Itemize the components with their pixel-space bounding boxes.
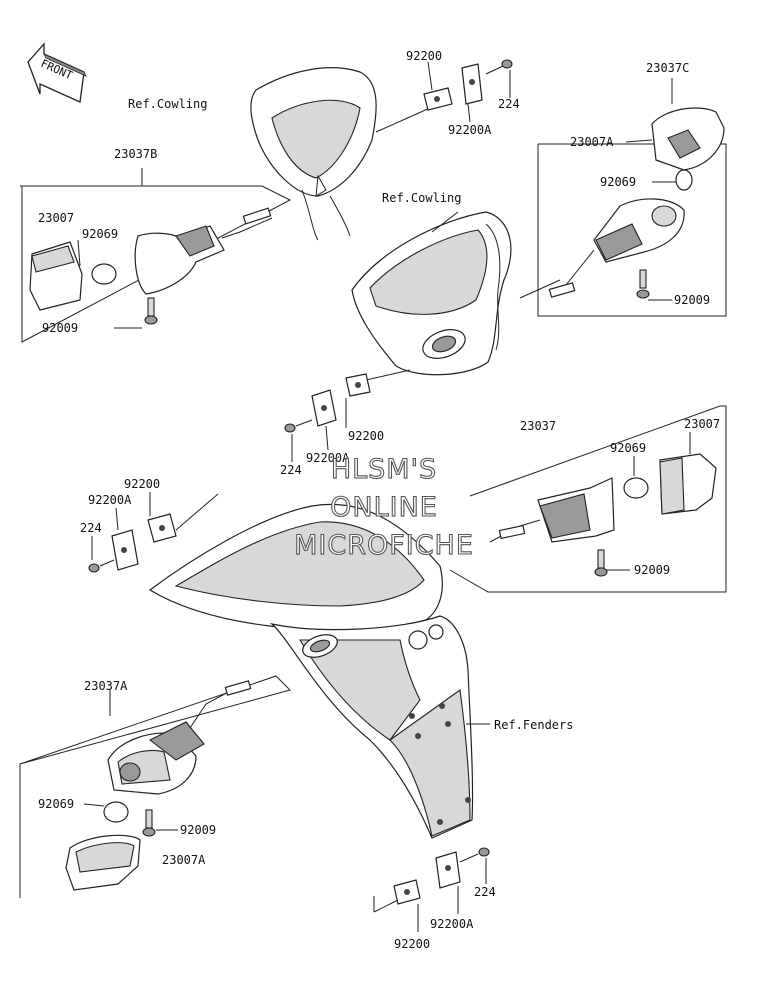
box-23037 bbox=[449, 405, 727, 593]
label-23037b: 23037B bbox=[114, 147, 157, 161]
turn-signal-23037c bbox=[519, 107, 725, 299]
label-23037: 23037 bbox=[520, 419, 556, 433]
label-92069-tl: 92069 bbox=[82, 227, 118, 241]
label-23007-tl: 23007 bbox=[38, 211, 74, 225]
top-bracket-part bbox=[423, 59, 513, 111]
turn-signal-23037 bbox=[489, 453, 717, 577]
label-92069-mr: 92069 bbox=[610, 441, 646, 455]
label-92200-ml: 92200 bbox=[124, 477, 160, 491]
watermark-line3: MICROFICHE bbox=[294, 530, 474, 561]
left-bracket-part bbox=[88, 513, 177, 573]
label-92009-bl: 92009 bbox=[180, 823, 216, 837]
label-224-ml: 224 bbox=[80, 521, 102, 535]
turn-signal-23037a bbox=[65, 680, 252, 891]
label-92069-tr: 92069 bbox=[600, 175, 636, 189]
center-cowling-part bbox=[351, 211, 512, 376]
label-224-bot: 224 bbox=[474, 885, 496, 899]
label-92200-bot: 92200 bbox=[394, 937, 430, 951]
watermark-line1: HLSM'S bbox=[331, 454, 437, 485]
label-23007a-bl: 23007A bbox=[162, 853, 206, 867]
ref-cowling-left: Ref.Cowling bbox=[128, 97, 207, 111]
label-23037c: 23037C bbox=[646, 61, 689, 75]
label-92200a-mid: 92200A bbox=[306, 451, 350, 465]
front-arrow-icon: FRONT bbox=[27, 42, 87, 103]
label-92200a-bot: 92200A bbox=[430, 917, 474, 931]
left-cowling-part bbox=[250, 67, 377, 241]
label-92200a-top: 92200A bbox=[448, 123, 492, 137]
label-23037a: 23037A bbox=[84, 679, 128, 693]
label-92009-tr: 92009 bbox=[674, 293, 710, 307]
box-23037a bbox=[19, 675, 291, 898]
watermark-line2: ONLINE bbox=[330, 492, 438, 523]
label-92009-mr: 92009 bbox=[634, 563, 670, 577]
label-224-top: 224 bbox=[498, 97, 520, 111]
box-23037b bbox=[20, 185, 292, 343]
label-92069-bl: 92069 bbox=[38, 797, 74, 811]
mid-bracket-part bbox=[284, 373, 371, 433]
turn-signal-23037b bbox=[29, 207, 273, 325]
label-92009-tl: 92009 bbox=[42, 321, 78, 335]
ref-fenders: Ref.Fenders bbox=[494, 718, 573, 732]
ref-cowling-center: Ref.Cowling bbox=[382, 191, 461, 205]
label-92200a-ml: 92200A bbox=[88, 493, 132, 507]
bottom-bracket-part bbox=[393, 847, 490, 905]
label-92200-mid: 92200 bbox=[348, 429, 384, 443]
rear-fender-part bbox=[148, 503, 474, 839]
label-23007-mr: 23007 bbox=[684, 417, 720, 431]
label-23007a-tr: 23007A bbox=[570, 135, 614, 149]
label-92200-top: 92200 bbox=[406, 49, 442, 63]
label-224-mid: 224 bbox=[280, 463, 302, 477]
